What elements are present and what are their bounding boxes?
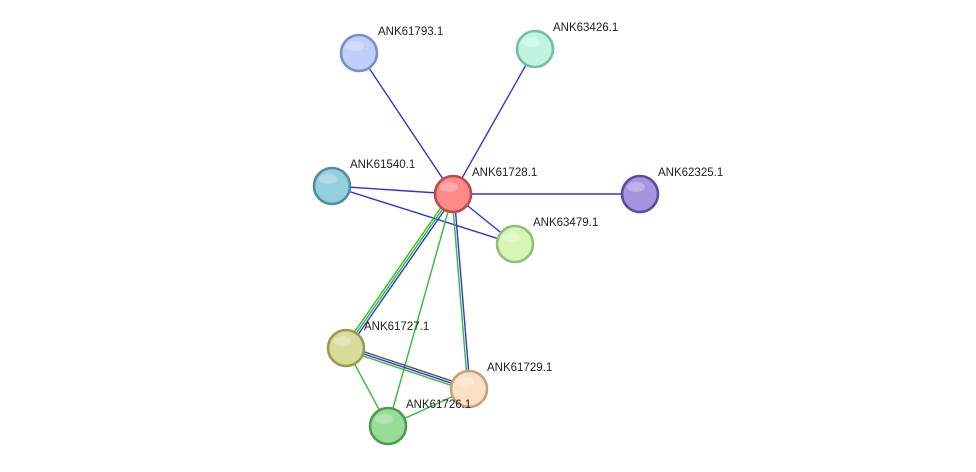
node-ank61540-1[interactable] <box>312 166 352 206</box>
edge-line <box>331 185 454 195</box>
node-circle[interactable] <box>449 369 489 409</box>
edge-ank61728-1-ank61729-1 <box>451 193 471 390</box>
edge-line <box>451 194 469 390</box>
edge-line <box>453 193 471 389</box>
node-label-ank61728-1: ANK61728.1 <box>472 167 537 179</box>
node-circle[interactable] <box>495 224 535 264</box>
node-ank63479-1[interactable] <box>495 224 535 264</box>
node-label-ank63479-1: ANK63479.1 <box>533 217 598 229</box>
edge-ank61728-1-ank61540-1 <box>331 185 454 195</box>
edge-line <box>358 52 454 195</box>
node-ank61728-1[interactable] <box>433 174 473 214</box>
edge-line <box>345 349 469 392</box>
edge-line <box>345 347 470 390</box>
network-nodes <box>312 29 660 446</box>
network-labels: ANK61728.1 ANK61793.1 ANK63426.1ANK61540.1… <box>350 22 723 411</box>
edge-line <box>343 192 452 348</box>
node-circle[interactable] <box>326 328 366 368</box>
edge-ank61728-1-ank61726-1 <box>387 193 454 427</box>
node-ank63426-1[interactable] <box>515 29 555 69</box>
node-ank61727-1[interactable] <box>326 328 366 368</box>
edge-ank61728-1-ank61727-1 <box>343 192 456 350</box>
node-circle[interactable] <box>433 174 473 214</box>
node-ank61793-1[interactable] <box>339 33 379 73</box>
node-label-ank61729-1: ANK61729.1 <box>487 362 552 374</box>
node-label-ank61726-1: ANK61726.1 <box>406 399 471 411</box>
node-circle[interactable] <box>312 166 352 206</box>
node-circle[interactable] <box>368 406 408 446</box>
network-edges <box>331 48 640 427</box>
node-label-ank61727-1: ANK61727.1 <box>364 321 429 333</box>
node-circle[interactable] <box>515 29 555 69</box>
edge-line <box>387 193 454 427</box>
edge-line <box>452 48 536 195</box>
edge-line <box>346 345 470 388</box>
node-label-ank63426-1: ANK63426.1 <box>553 22 618 34</box>
node-ank61726-1[interactable] <box>368 406 408 446</box>
edge-ank61727-1-ank61729-1 <box>345 345 470 392</box>
edge-ank61728-1-ank61793-1 <box>358 52 454 195</box>
edge-line <box>345 193 454 349</box>
node-label-ank61793-1: ANK61793.1 <box>378 26 443 38</box>
node-circle[interactable] <box>339 33 379 73</box>
edge-ank61540-1-ank63479-1 <box>331 185 516 245</box>
node-ank62325-1[interactable] <box>620 174 660 214</box>
node-label-ank61540-1: ANK61540.1 <box>350 159 415 171</box>
node-circle[interactable] <box>620 174 660 214</box>
edge-ank61728-1-ank63426-1 <box>452 48 536 195</box>
node-label-ank62325-1: ANK62325.1 <box>658 167 723 179</box>
edge-line <box>347 194 456 350</box>
edge-line <box>331 185 516 245</box>
